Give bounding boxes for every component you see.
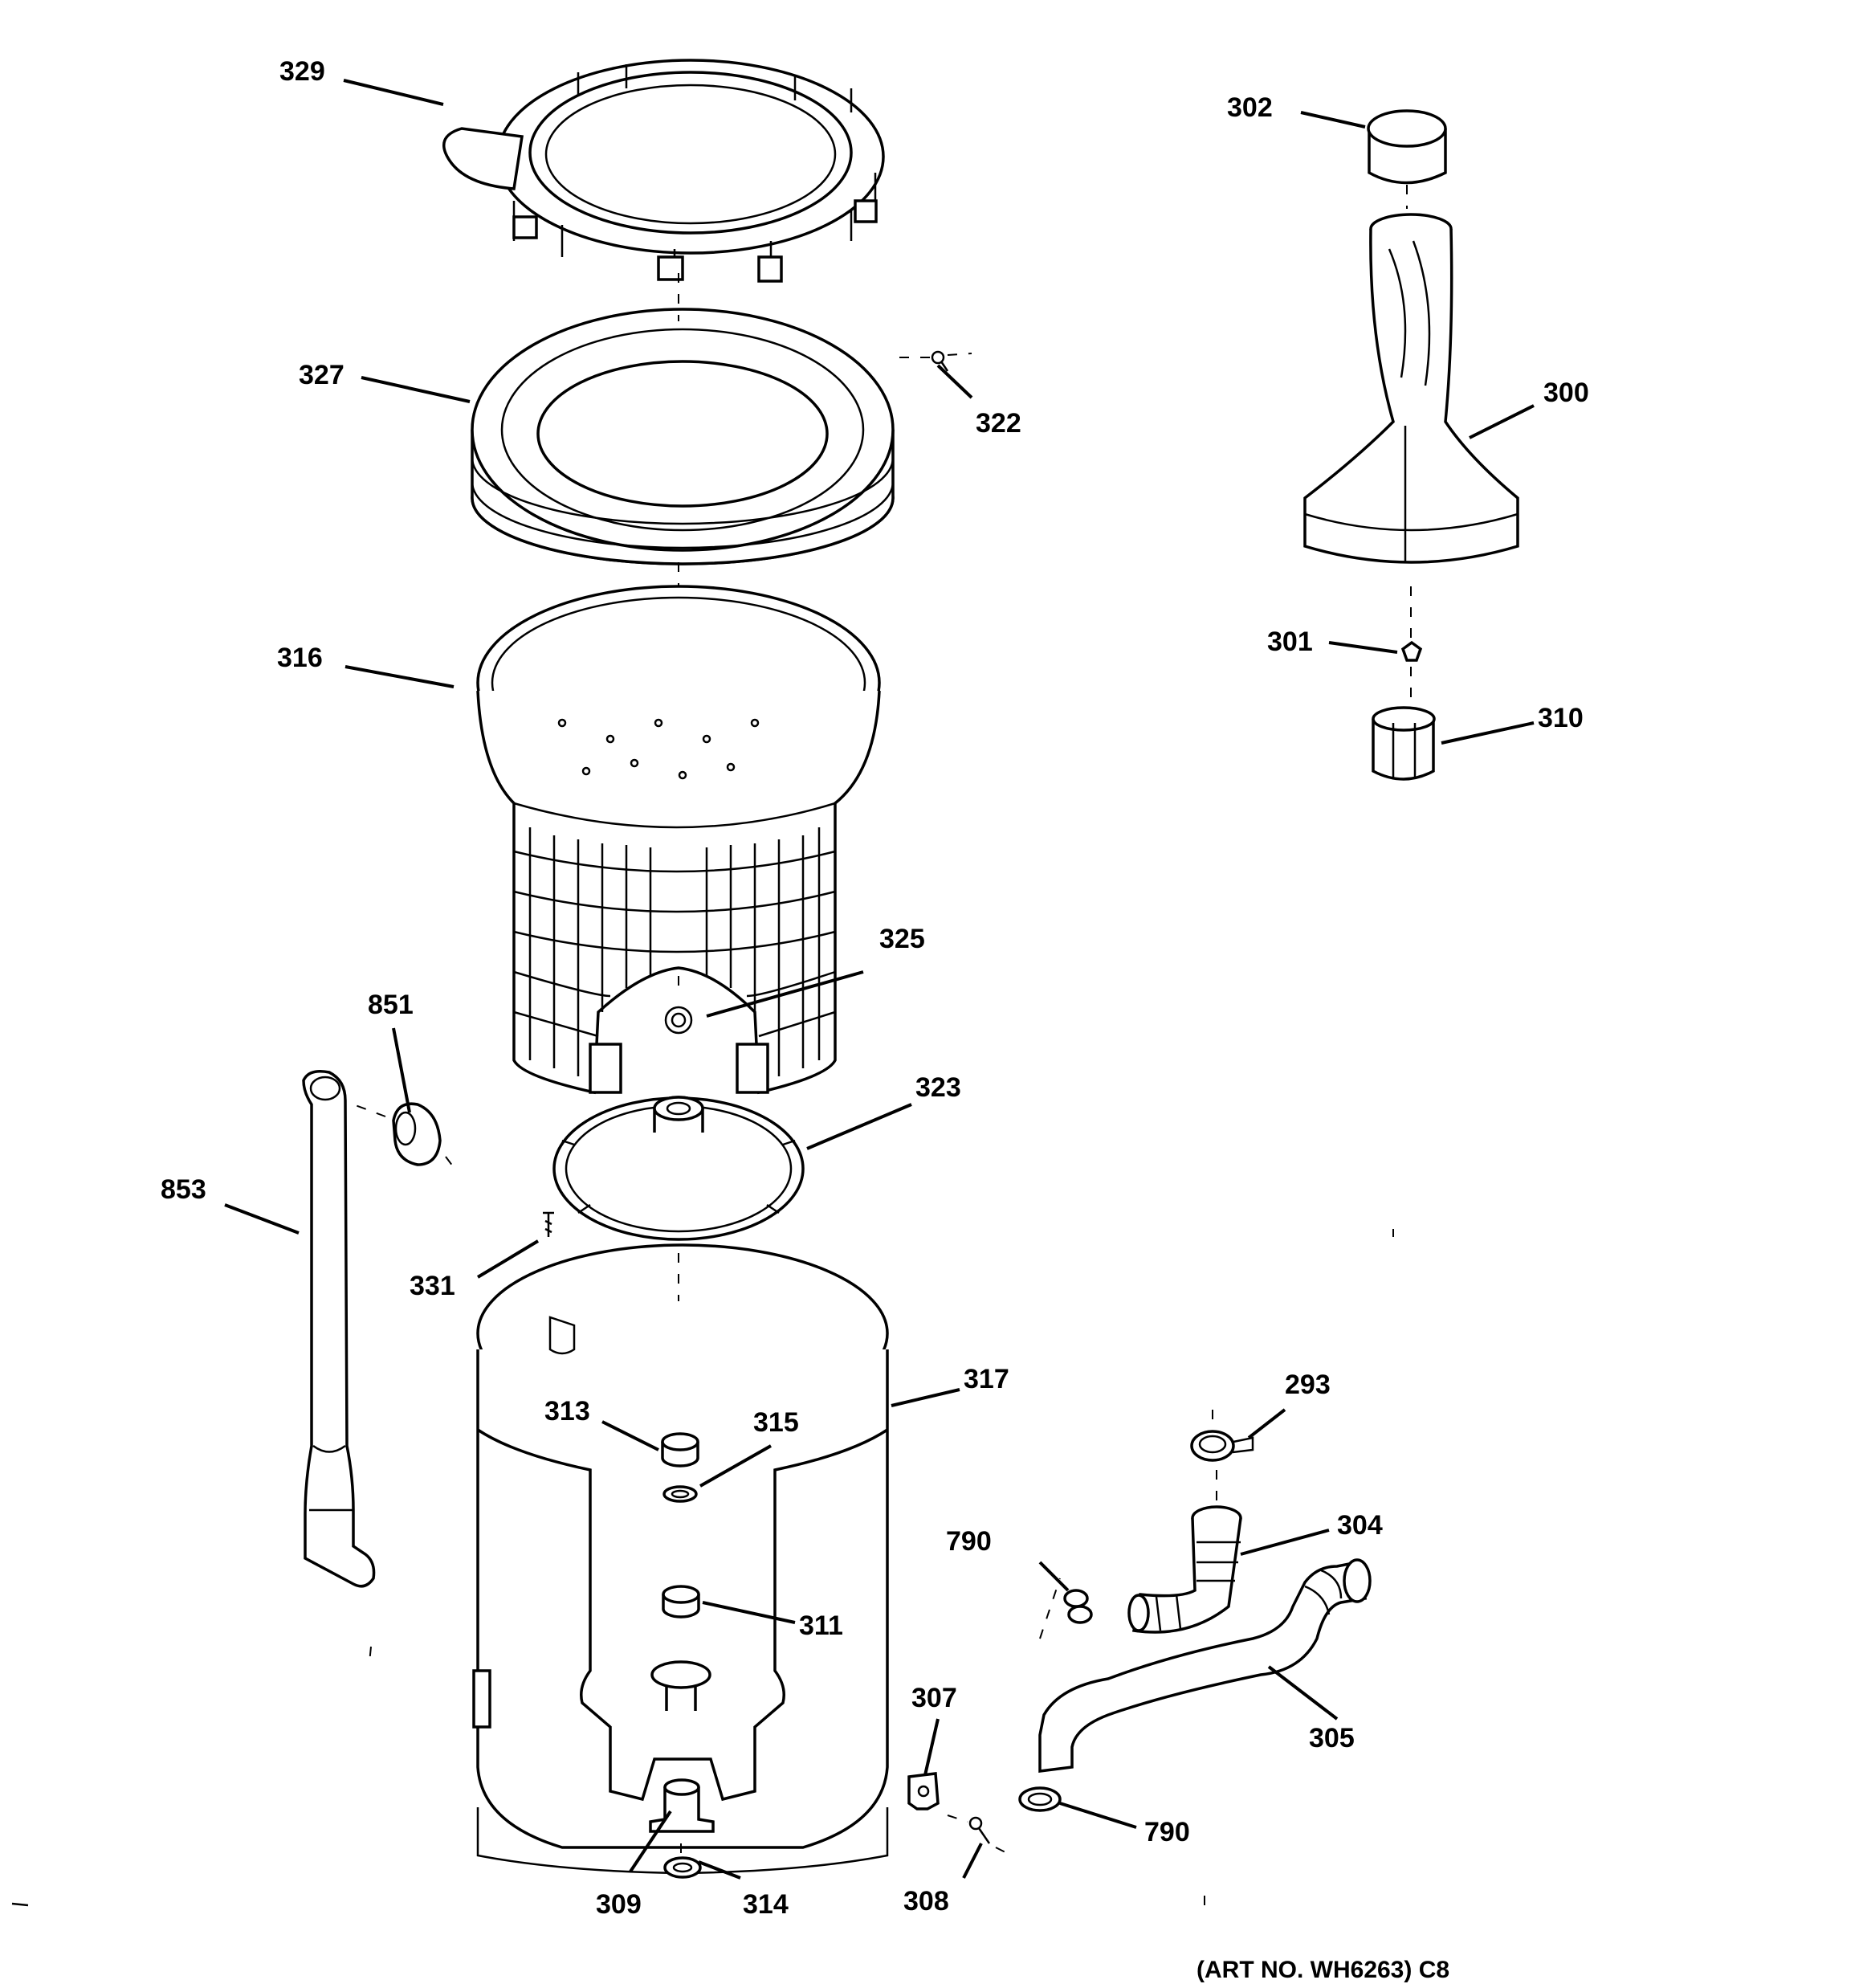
part-label-315: 315 [753, 1407, 799, 1438]
clamp-790a-drawing [1063, 1589, 1093, 1624]
part-label-301: 301 [1267, 627, 1313, 657]
part-label-302: 302 [1227, 92, 1273, 123]
cap-851-drawing [392, 1102, 442, 1166]
outer-tub-drawing [472, 1243, 889, 1875]
seal-314-drawing [663, 1856, 702, 1879]
balance-ring-drawing [471, 308, 895, 565]
part-label-293: 293 [1285, 1370, 1331, 1400]
hose-304-drawing [1127, 1505, 1242, 1634]
alignment-lines [353, 185, 1412, 1912]
part-label-313: 313 [544, 1396, 590, 1427]
part-label-853: 853 [161, 1174, 206, 1205]
clamp-790b-drawing [1018, 1786, 1062, 1812]
part-label-310: 310 [1538, 703, 1584, 733]
part-label-308: 308 [903, 1886, 949, 1917]
agitator-cap-drawing [1367, 109, 1447, 185]
leader-lines [224, 79, 1535, 1880]
art-number: (ART NO. WH6263) C8 [1196, 1957, 1449, 1983]
part-label-323: 323 [915, 1072, 961, 1103]
part-label-314: 314 [743, 1889, 789, 1920]
bracket-307-drawing [907, 1772, 940, 1810]
part-label-317: 317 [964, 1364, 1009, 1394]
part-label-790-lower: 790 [1144, 1817, 1190, 1847]
part-label-851: 851 [368, 990, 414, 1020]
clamp-293-drawing [1190, 1430, 1254, 1462]
drain-hose-305-drawing [1038, 1558, 1372, 1773]
part-label-307: 307 [911, 1683, 957, 1713]
wash-basket-drawing [476, 585, 881, 1095]
screw-308-drawing [968, 1816, 991, 1844]
screw-331-drawing [543, 1211, 554, 1237]
part-label-305: 305 [1309, 1723, 1355, 1753]
part-label-327: 327 [299, 360, 344, 390]
part-label-316: 316 [277, 643, 323, 673]
part-label-322: 322 [976, 408, 1021, 439]
pipe-853-drawing [302, 1070, 376, 1588]
part-label-325: 325 [879, 924, 925, 954]
agitator-drawing [1303, 213, 1519, 564]
part-label-304: 304 [1337, 1510, 1383, 1541]
part-label-311: 311 [799, 1610, 843, 1641]
hub-plate-drawing [552, 1096, 805, 1241]
screw-322-drawing [931, 350, 949, 372]
stray-mark [11, 1902, 29, 1907]
part-label-300: 300 [1543, 378, 1589, 408]
tub-cover-drawing [442, 59, 885, 283]
part-label-309: 309 [596, 1889, 642, 1920]
fastener-301-drawing [1400, 640, 1423, 662]
part-label-331: 331 [410, 1271, 455, 1301]
part-labels: 329 327 322 316 325 851 853 323 331 317 … [161, 56, 1589, 1920]
part-label-790-upper: 790 [946, 1526, 992, 1557]
part-label-329: 329 [279, 56, 325, 87]
coupling-310-drawing [1372, 706, 1436, 781]
